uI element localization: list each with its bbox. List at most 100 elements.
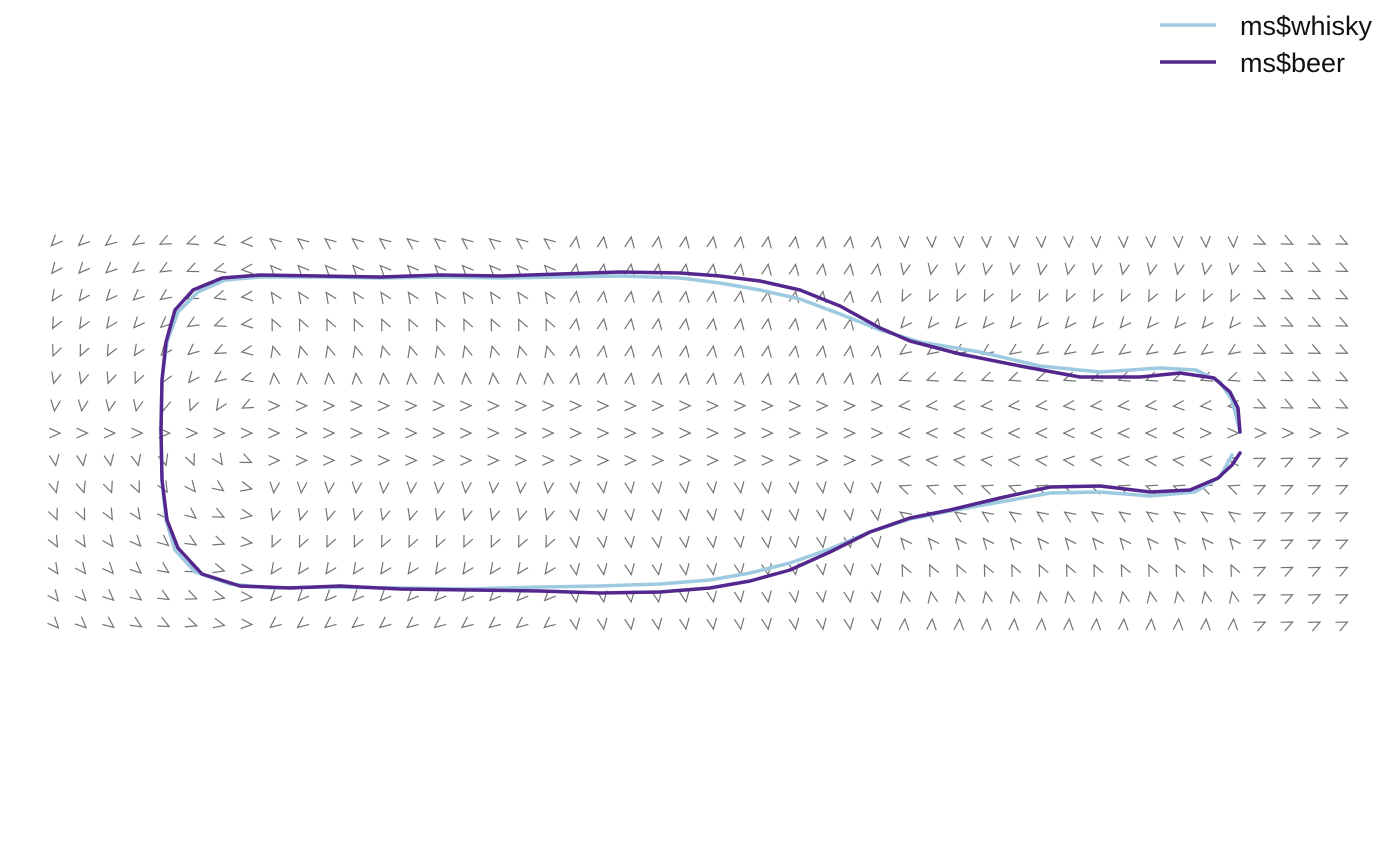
field-arrow bbox=[624, 454, 637, 466]
field-arrow bbox=[1117, 399, 1130, 411]
field-arrow bbox=[1062, 455, 1076, 467]
field-arrow bbox=[1200, 235, 1211, 249]
field-arrow bbox=[463, 534, 474, 549]
field-arrow bbox=[240, 618, 254, 630]
field-arrow bbox=[706, 617, 718, 631]
field-arrow bbox=[733, 617, 745, 631]
field-arrow bbox=[435, 534, 446, 549]
field-arrow bbox=[1119, 316, 1132, 329]
field-arrow bbox=[651, 235, 663, 249]
field-arrow bbox=[980, 455, 993, 467]
field-arrow bbox=[268, 454, 281, 466]
field-arrow bbox=[898, 371, 912, 382]
field-arrow bbox=[270, 291, 282, 305]
field-arrow bbox=[514, 427, 528, 439]
field-arrow bbox=[761, 454, 774, 466]
field-arrow bbox=[952, 455, 966, 467]
field-arrow bbox=[325, 508, 336, 522]
field-arrow bbox=[324, 264, 337, 277]
field-arrow bbox=[381, 317, 391, 332]
field-arrow bbox=[296, 237, 310, 250]
field-arrow bbox=[624, 563, 635, 577]
field-arrow bbox=[788, 262, 800, 276]
field-arrow bbox=[1335, 512, 1349, 523]
field-arrow bbox=[380, 291, 392, 305]
field-arrow bbox=[1335, 343, 1349, 355]
field-arrow bbox=[270, 344, 281, 359]
field-arrow bbox=[596, 481, 608, 495]
field-arrow bbox=[518, 317, 528, 332]
field-arrow bbox=[296, 481, 308, 495]
field-arrow bbox=[159, 316, 173, 329]
field-arrow bbox=[543, 237, 556, 250]
field-arrow bbox=[953, 371, 967, 382]
field-arrow bbox=[1117, 235, 1129, 249]
field-arrow bbox=[213, 343, 227, 355]
field-arrow bbox=[596, 563, 608, 577]
field-arrow bbox=[569, 590, 581, 604]
field-arrow bbox=[185, 262, 200, 273]
field-arrow bbox=[270, 508, 281, 522]
field-arrow bbox=[1063, 617, 1074, 631]
field-arrow bbox=[74, 616, 88, 629]
field-arrow bbox=[326, 534, 337, 549]
field-arrow bbox=[788, 400, 802, 412]
field-arrow bbox=[788, 344, 800, 358]
field-arrow bbox=[405, 454, 418, 466]
legend-label-whisky: ms$whisky bbox=[1240, 11, 1373, 41]
field-arrow bbox=[434, 508, 446, 522]
field-arrow bbox=[47, 507, 58, 522]
field-arrow bbox=[761, 344, 772, 358]
field-arrow bbox=[1335, 566, 1349, 577]
field-arrow bbox=[184, 507, 198, 520]
field-arrow bbox=[1253, 343, 1267, 355]
field-arrow bbox=[269, 589, 282, 602]
field-arrow bbox=[488, 371, 500, 385]
field-arrow bbox=[184, 617, 199, 628]
field-arrow bbox=[706, 535, 718, 549]
field-arrow bbox=[569, 344, 581, 358]
field-arrow bbox=[1009, 590, 1021, 604]
field-arrow bbox=[102, 507, 114, 521]
field-arrow bbox=[624, 344, 635, 358]
field-arrow bbox=[1174, 316, 1187, 329]
field-arrow bbox=[955, 262, 966, 276]
field-arrow bbox=[1308, 566, 1322, 577]
field-arrow bbox=[1335, 621, 1349, 632]
field-arrow bbox=[624, 317, 635, 331]
field-arrow bbox=[351, 371, 363, 385]
field-arrow bbox=[927, 590, 939, 604]
field-arrow bbox=[405, 400, 418, 412]
field-arrow bbox=[324, 371, 335, 385]
field-arrow bbox=[131, 234, 145, 246]
field-arrow bbox=[104, 234, 118, 247]
field-arrow bbox=[1253, 316, 1267, 327]
field-arrow bbox=[624, 508, 635, 522]
field-arrow bbox=[788, 617, 800, 631]
field-arrow bbox=[1253, 621, 1267, 632]
field-arrow bbox=[870, 590, 882, 604]
field-arrow bbox=[105, 316, 118, 330]
field-arrow bbox=[129, 589, 143, 601]
field-arrow bbox=[980, 235, 992, 249]
field-arrow bbox=[1117, 484, 1131, 495]
field-arrow bbox=[678, 590, 690, 604]
field-arrow bbox=[1227, 343, 1241, 355]
field-arrow bbox=[1034, 455, 1048, 467]
field-arrow bbox=[433, 481, 445, 495]
field-arrow bbox=[1007, 455, 1021, 467]
field-arrow bbox=[1091, 316, 1104, 329]
field-arrow bbox=[843, 617, 855, 631]
field-arrow bbox=[624, 372, 635, 386]
field-arrow bbox=[1035, 371, 1049, 382]
field-arrow bbox=[651, 535, 663, 549]
field-arrow bbox=[379, 481, 390, 495]
field-arrow bbox=[815, 563, 827, 577]
field-arrow bbox=[1280, 289, 1294, 300]
field-arrow bbox=[1036, 511, 1050, 523]
field-arrow bbox=[489, 508, 501, 522]
field-arrow bbox=[186, 316, 200, 328]
field-arrow bbox=[239, 453, 253, 464]
field-arrow bbox=[1064, 316, 1077, 329]
